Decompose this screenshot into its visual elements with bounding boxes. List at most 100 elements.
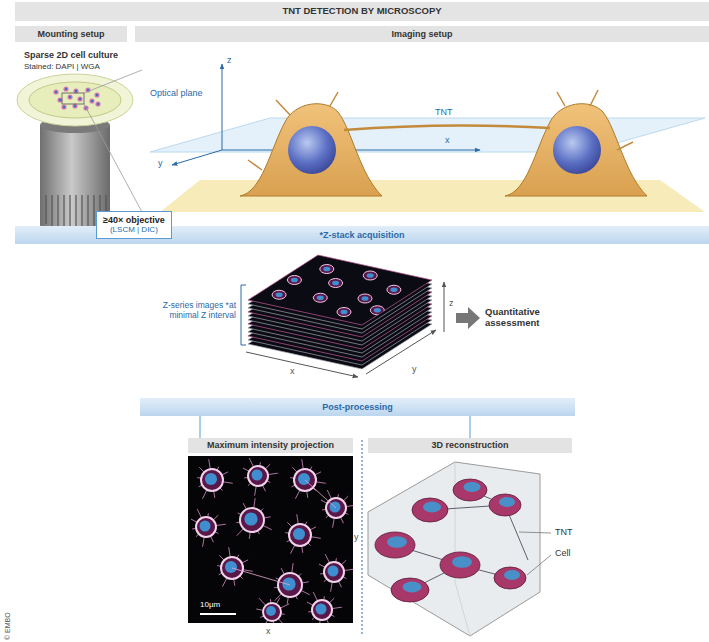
cell-dot <box>61 104 66 109</box>
objective-lens <box>57 195 58 227</box>
section-header: Imaging setup <box>135 26 709 42</box>
cell-render <box>375 532 415 558</box>
cell-image <box>324 562 344 582</box>
cell-illustration <box>557 90 633 150</box>
image-stack <box>329 279 343 288</box>
cell-render <box>494 567 526 589</box>
cell-render <box>453 479 487 501</box>
scale-bar <box>200 613 236 615</box>
cell-illustration <box>288 126 336 174</box>
image-stack <box>337 308 351 317</box>
axis-arrow <box>444 282 445 332</box>
cell-dot <box>63 86 68 91</box>
cell-image <box>252 470 263 481</box>
image-stack <box>272 265 401 317</box>
image-stack <box>272 290 286 299</box>
cell-dot <box>94 92 99 97</box>
cell-illustration <box>240 90 647 196</box>
cell-render <box>440 552 480 578</box>
axis-arrow <box>366 330 436 374</box>
culture-label: Sparse 2D cell culture <box>24 50 118 61</box>
culture-dish <box>17 74 133 126</box>
cell-render <box>412 498 448 522</box>
cell-image <box>289 524 311 546</box>
cell-render <box>391 578 429 602</box>
objective-lens <box>40 125 110 225</box>
cell-image <box>290 459 326 498</box>
objective-lens <box>63 195 64 228</box>
cell-illustration <box>553 126 601 174</box>
cell-dot <box>77 96 82 101</box>
image-stack <box>370 306 384 315</box>
cell-image <box>201 469 223 491</box>
cell-render <box>375 479 528 602</box>
cell-dot <box>69 96 71 98</box>
image-stack <box>323 267 330 272</box>
cell-image <box>191 458 353 623</box>
image-stack <box>374 308 381 313</box>
cell-image <box>316 604 327 615</box>
axis-arrow <box>246 352 358 377</box>
image-stack <box>358 294 372 303</box>
cell-render <box>403 582 422 593</box>
branch-line <box>200 416 470 438</box>
cell-dot <box>67 94 72 99</box>
axis-label: y <box>158 158 163 169</box>
cell-image <box>191 509 226 547</box>
step-band: Post-processing <box>140 398 575 416</box>
image-stack <box>317 295 324 300</box>
cell-image <box>240 508 264 532</box>
cell-image <box>200 521 211 532</box>
axis-arrow <box>172 150 222 165</box>
cell-dot <box>55 91 57 93</box>
cell-dot <box>96 94 98 96</box>
cell-image <box>196 517 216 537</box>
image-stack <box>248 255 432 325</box>
cell-image <box>266 606 276 616</box>
header-text: Post-processing <box>322 402 393 412</box>
cell-dot <box>53 86 100 110</box>
cell-render <box>499 497 515 507</box>
objective-lens <box>51 195 52 226</box>
cell-render <box>504 570 520 580</box>
cell-image <box>248 466 268 486</box>
cell-dot <box>65 88 67 90</box>
cell-image <box>263 603 281 621</box>
callout-label: Cell <box>555 548 571 559</box>
axis-label: z <box>449 298 454 309</box>
scale-label: 10µm <box>200 600 220 610</box>
image-stack <box>363 271 377 280</box>
image-stack <box>332 281 339 286</box>
cell-image <box>282 577 295 590</box>
micrograph <box>188 456 353 623</box>
cell-illustration <box>505 90 647 196</box>
panel-header: 3D reconstruction <box>368 438 572 453</box>
image-stack <box>248 255 432 369</box>
image-stack <box>291 278 298 283</box>
axis-arrow <box>222 64 223 150</box>
image-stack <box>276 292 283 297</box>
render-box <box>368 462 540 636</box>
image-stack <box>370 306 384 315</box>
cell-dot <box>97 103 99 105</box>
culture-dish <box>29 82 121 118</box>
cell-dot <box>77 96 82 101</box>
cell-image <box>307 592 342 623</box>
cell-dot <box>53 89 58 94</box>
image-stack <box>362 296 369 301</box>
cell-dot <box>89 98 94 103</box>
image-stack <box>367 273 374 278</box>
leader-line <box>519 532 551 575</box>
cell-render <box>464 482 481 492</box>
cell-dot <box>79 98 81 100</box>
image-stack <box>320 265 334 274</box>
image-stack <box>387 285 401 294</box>
cell-render <box>440 552 480 578</box>
cell-dot <box>53 89 58 94</box>
cell-image <box>243 458 278 496</box>
objective-lens <box>45 195 46 224</box>
cell-dot <box>89 98 94 103</box>
tnt-tube <box>344 125 550 130</box>
zoom-line <box>84 70 142 93</box>
cell-dot <box>74 105 76 107</box>
